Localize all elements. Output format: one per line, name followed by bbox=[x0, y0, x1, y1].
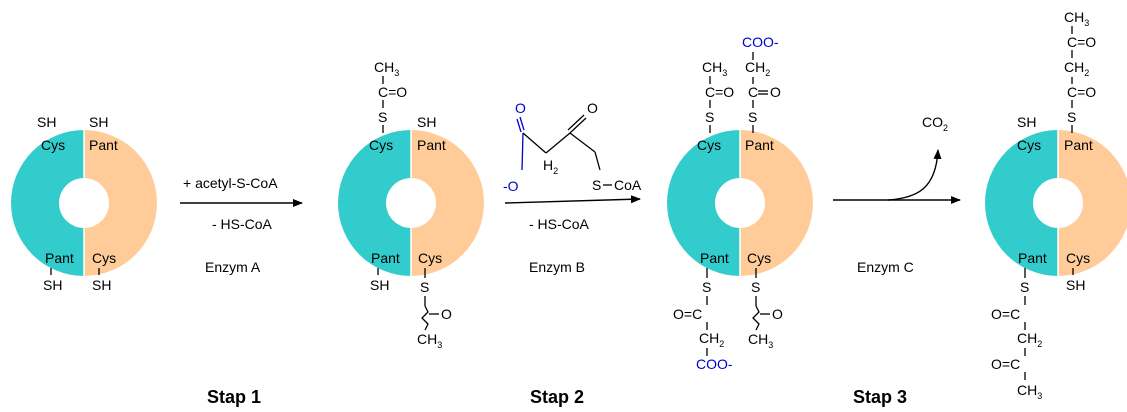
thioester-s: S bbox=[378, 109, 387, 125]
pant-label: Pant bbox=[417, 137, 446, 153]
pant-label: Pant bbox=[700, 250, 729, 266]
sh-label: SH bbox=[89, 114, 108, 130]
thioester-s: S bbox=[751, 279, 760, 295]
cys-label: Cys bbox=[92, 250, 116, 266]
enzyme-complex-2: CH3 C=O S Cys SH Pant Pant SH Cys S O CH… bbox=[338, 59, 484, 350]
pant-label: Pant bbox=[1018, 250, 1047, 266]
carbonyl-o: O bbox=[772, 306, 783, 322]
malonyl-s: S bbox=[592, 177, 601, 193]
pant-label: Pant bbox=[371, 250, 400, 266]
carbonyl: C bbox=[748, 84, 758, 100]
cys-label: Cys bbox=[41, 137, 65, 153]
methylene: CH2 bbox=[745, 59, 770, 78]
carboxylate: COO- bbox=[696, 356, 733, 372]
thioester-s: S bbox=[748, 109, 757, 125]
step-2-byproduct: - HS-CoA bbox=[529, 216, 590, 232]
sh-label: SH bbox=[43, 277, 62, 293]
step-1-byproduct: - HS-CoA bbox=[212, 216, 273, 232]
methylene: CH2 bbox=[1017, 330, 1042, 349]
thioester-s: S bbox=[705, 109, 714, 125]
methylene: CH2 bbox=[699, 330, 724, 349]
pant-half-3 bbox=[740, 130, 813, 276]
carbonyl: C=O bbox=[1067, 84, 1096, 100]
step-3-name: Stap 3 bbox=[853, 387, 907, 407]
thioester-s: S bbox=[1067, 109, 1076, 125]
sh-label: SH bbox=[417, 114, 436, 130]
ch3-group: CH3 bbox=[748, 331, 773, 350]
cys-label: Cys bbox=[369, 137, 393, 153]
malonyl-coa-structure: O -O O H2 S CoA bbox=[503, 100, 642, 194]
carbonyl: O=C bbox=[673, 306, 702, 322]
malonyl-carbonyl-o: O bbox=[515, 100, 526, 116]
step-1-name: Stap 1 bbox=[207, 387, 261, 407]
thioester-s: S bbox=[420, 279, 429, 295]
sh-label: SH bbox=[37, 114, 56, 130]
step-2: - HS-CoA Enzym B Stap 2 bbox=[504, 195, 641, 407]
cys-label: Cys bbox=[697, 137, 721, 153]
ch3-group: CH3 bbox=[417, 331, 442, 350]
co2-release-arrow bbox=[887, 149, 942, 201]
cys-label: Cys bbox=[1066, 250, 1090, 266]
enzyme-complex-4: SH Cys CH3 C=O CH2 C=O S Pant Pant S O=C… bbox=[985, 9, 1127, 401]
pant-half-1 bbox=[84, 130, 157, 276]
carbonyl: C=O bbox=[1067, 34, 1096, 50]
carbonyl-o: O bbox=[441, 306, 452, 322]
reaction-arrow-2 bbox=[504, 195, 641, 204]
sh-label: SH bbox=[92, 277, 111, 293]
ch3-group: CH3 bbox=[1064, 9, 1089, 28]
cys-half-4 bbox=[985, 130, 1058, 276]
sh-label: SH bbox=[370, 277, 389, 293]
step-3: CO2 Enzym C Stap 3 bbox=[833, 114, 961, 407]
co2-label: CO2 bbox=[922, 114, 948, 133]
step-1: + acetyl-S-CoA - HS-CoA Enzym A Stap 1 bbox=[180, 175, 303, 407]
sh-label: SH bbox=[1066, 277, 1085, 293]
thioester-s: S bbox=[702, 279, 711, 295]
pant-label: Pant bbox=[1064, 137, 1093, 153]
cys-half-3 bbox=[667, 130, 740, 276]
step-1-enzyme: Enzym A bbox=[205, 259, 261, 275]
enzyme-complex-1: SH Cys SH Pant Pant SH Cys SH bbox=[11, 114, 157, 293]
malonyl-thioester-o: O bbox=[587, 100, 598, 116]
carbonyl: O=C bbox=[991, 356, 1020, 372]
coa-label: CoA bbox=[614, 177, 642, 193]
ch3-group: CH3 bbox=[702, 59, 727, 78]
pant-half-4 bbox=[1058, 130, 1127, 276]
pant-label: Pant bbox=[745, 137, 774, 153]
pant-half-2 bbox=[411, 130, 484, 276]
sh-label: SH bbox=[1017, 114, 1036, 130]
carbonyl: C=O bbox=[705, 84, 734, 100]
ch3-group: CH3 bbox=[374, 59, 399, 78]
malonyl-oxide: -O bbox=[503, 178, 519, 194]
carboxylate: COO- bbox=[742, 34, 779, 50]
carbonyl: O=C bbox=[991, 306, 1020, 322]
ch3-group: CH3 bbox=[1017, 382, 1042, 401]
step-2-enzyme: Enzym B bbox=[529, 259, 585, 275]
methylene: CH2 bbox=[1064, 59, 1089, 78]
cys-label: Cys bbox=[418, 250, 442, 266]
methylene: H2 bbox=[543, 157, 558, 176]
cys-half-1 bbox=[11, 130, 84, 276]
carbonyl-o: O bbox=[770, 84, 781, 100]
cys-half-2 bbox=[338, 130, 411, 276]
cys-label: Cys bbox=[747, 250, 771, 266]
cys-label: Cys bbox=[1017, 137, 1041, 153]
step-2-name: Stap 2 bbox=[530, 387, 584, 407]
carbonyl: C=O bbox=[378, 84, 407, 100]
step-1-reagent: + acetyl-S-CoA bbox=[183, 175, 278, 191]
pant-label: Pant bbox=[89, 137, 118, 153]
step-3-enzyme: Enzym C bbox=[857, 259, 914, 275]
pant-label: Pant bbox=[45, 250, 74, 266]
enzyme-complex-3: CH3 C=O S Cys COO- CH2 C O S Pant Pant S… bbox=[667, 34, 813, 372]
thioester-s: S bbox=[1020, 279, 1029, 295]
